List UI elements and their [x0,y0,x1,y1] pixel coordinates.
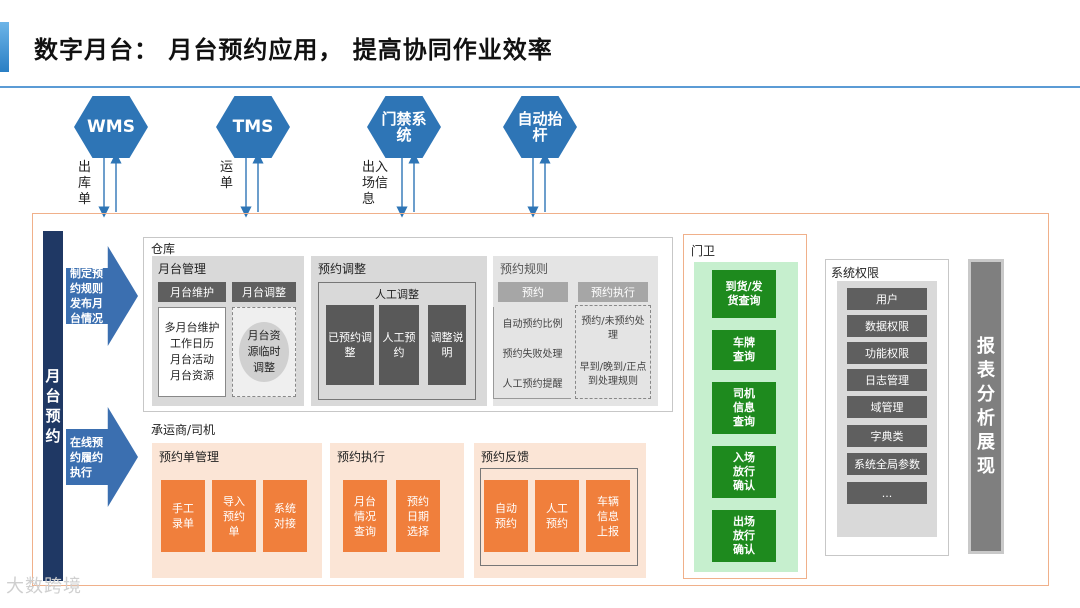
gate-label: 门卫 [691,244,716,258]
perm-function: 功能权限 [847,342,927,364]
plate-query-box: 车牌查询 [712,330,776,370]
wms-flow-label: 出库单 [78,160,92,207]
driver-query-box: 司机信息查询 [712,382,776,434]
rule-item: 自动预约比例 [502,318,563,330]
exec-rule-item: 早到/晚到/正点到处理规则 [579,362,647,387]
perm-logs: 日志管理 [847,369,927,391]
report-analysis-label: 报表分析展现 [977,335,995,477]
manual-adjust-label: 人工调整 [375,288,419,301]
watermark: 大数跨境 [6,576,82,597]
permissions-label: 系统权限 [831,266,880,280]
warehouse-label: 仓库 [151,242,176,256]
appointment-exec-tab: 预约执行 [578,282,648,302]
adjust-notes-box: 调整说明 [428,305,466,385]
appointment-rule-list: 自动预约比例 预约失败处理 人工预约提醒 [493,307,571,399]
execution-rule-list: 预约/未预约处理 早到/晚到/正点到处理规则 [575,305,651,399]
perm-global-params: 系统全局参数 [847,453,927,475]
appointment-rules-title: 预约规则 [500,262,549,276]
title-accent-bar [0,22,9,72]
report-analysis-box: 报表分析展现 [968,259,1004,554]
perm-data: 数据权限 [847,315,927,337]
manual-booking-box: 人工预约 [379,305,419,385]
maintain-item: 月台资源 [170,369,214,382]
perm-dictionary: 字典类 [847,425,927,447]
rule-item: 人工预约提醒 [502,379,563,391]
dock-adjust-badge: 月台资源临时调整 [239,322,289,382]
dock-adjust-box: 月台资源临时调整 [232,307,296,397]
dock-adjust-text: 月台资源临时调整 [247,329,281,374]
title-divider [0,86,1080,88]
dock-management-title: 月台管理 [158,262,207,276]
publish-rules-label: 制定预约规则发布月台情况 [70,267,103,325]
dock-maintain-list: 多月台维护 工作日历 月台活动 月台资源 [158,307,226,397]
dock-maintain-tab: 月台维护 [158,282,226,302]
manual-adjust-frame [318,282,476,400]
arrival-query-box: 到货/发货查询 [712,270,776,318]
exit-release-box: 出场放行确认 [712,510,776,562]
exec-rule-item: 预约/未预约处理 [581,316,645,341]
dock-appointment-label: 月台预约 [45,367,61,445]
dock-status-query-box: 月台情况查询 [343,480,387,552]
rule-item: 预约失败处理 [502,348,563,360]
carrier-label: 承运商/司机 [151,423,216,437]
manual-entry-box: 手工录单 [161,480,205,552]
system-integration-box: 系统对接 [263,480,307,552]
maintain-item: 月台活动 [170,353,214,366]
appointment-adjust-title: 预约调整 [318,262,367,276]
online-booking-label: 在线预约履约执行 [70,435,103,479]
page-title: 数字月台： 月台预约应用， 提高协同作业效率 [34,36,553,64]
appointment-tab: 预约 [498,282,568,302]
perm-users: 用户 [847,288,927,310]
maintain-item: 多月台维护 [164,321,220,334]
import-order-box: 导入预约单 [212,480,256,552]
perm-domain: 域管理 [847,396,927,418]
dock-appointment-bar: 月台预约 [43,231,63,581]
entry-release-box: 入场放行确认 [712,446,776,498]
auto-booking-box: 自动预约 [484,480,528,552]
dock-adjust-tab: 月台调整 [232,282,296,302]
gate-system-flow-label: 出入场信息 [362,160,389,207]
perm-more: ... [847,482,927,504]
maintain-item: 工作日历 [170,337,214,350]
booked-adjust-box: 已预约调整 [326,305,374,385]
tms-flow-label: 运单 [220,160,234,191]
main-frame [32,213,1049,586]
order-management-title: 预约单管理 [159,450,220,464]
feedback-frame [480,468,638,566]
booking-feedback-title: 预约反馈 [481,450,530,464]
manual-booking-feedback-box: 人工预约 [535,480,579,552]
booking-execution-title: 预约执行 [337,450,386,464]
gate-system-hexagon: 门禁系统 [367,96,441,158]
vehicle-report-box: 车辆信息上报 [586,480,630,552]
date-select-box: 预约日期选择 [396,480,440,552]
